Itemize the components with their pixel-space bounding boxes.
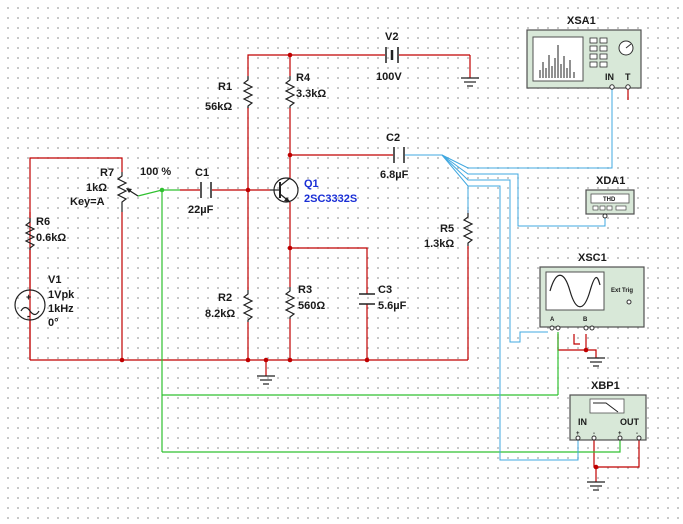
v2-ref: V2 — [385, 31, 398, 43]
bode-response-icon — [593, 402, 619, 413]
r6-ref: R6 — [36, 216, 50, 228]
xsc1-b-gnd-terminal[interactable] — [589, 325, 595, 331]
r5-ref: R5 — [440, 223, 454, 235]
r1-ref: R1 — [218, 81, 232, 93]
dc-source-v2[interactable]: V2 100V — [376, 31, 402, 83]
xbp1-out-plus: + — [618, 431, 622, 437]
xbp1-in-minus: - — [593, 431, 595, 437]
c3-value: 5.6µF — [378, 300, 407, 312]
r7-ref: R7 — [100, 167, 114, 179]
blue-wires — [405, 87, 613, 461]
spectrum-analyzer-xsa1[interactable]: XSA1 IN T — [526, 15, 642, 90]
xsa1-t-label: T — [625, 72, 631, 82]
resistor-r1[interactable]: R1 56kΩ — [205, 76, 254, 113]
r6-value: 0.6kΩ — [36, 232, 66, 244]
v1-amplitude: 1Vpk — [48, 289, 75, 301]
xbp1-out-plus-terminal[interactable] — [617, 435, 623, 441]
xsa1-t-terminal[interactable] — [625, 84, 631, 90]
r1-value: 56kΩ — [205, 101, 232, 113]
q1-model: 2SC3332S — [304, 193, 357, 205]
r2-ref: R2 — [218, 292, 232, 304]
bode-plotter-xbp1[interactable]: XBP1 IN OUT + - + - — [569, 380, 647, 441]
ac-source-v1[interactable]: + - V1 1Vpk 1kHz 0° — [14, 274, 75, 329]
c1-ref: C1 — [195, 167, 209, 179]
xsc1-ext-trig: Ext Trig — [611, 288, 633, 294]
xda1-ref: XDA1 — [596, 175, 625, 187]
potentiometer-r7[interactable]: R7 1kΩ Key=A 100 % — [70, 166, 171, 212]
resistor-r2[interactable]: R2 8.2kΩ — [205, 290, 254, 322]
xda1-in-terminal[interactable] — [602, 213, 608, 219]
v2-value: 100V — [376, 71, 402, 83]
q1-ref: Q1 — [304, 178, 319, 190]
xbp1-in-plus: + — [576, 431, 580, 437]
r2-value: 8.2kΩ — [205, 308, 235, 320]
junction-dot-green — [159, 187, 165, 193]
xda1-buttons — [592, 205, 627, 211]
resistor-r4[interactable]: R4 3.3kΩ — [284, 72, 326, 108]
xsc1-ref: XSC1 — [578, 252, 607, 264]
xsc1-channel-b: B — [583, 317, 588, 323]
capacitor-c3[interactable]: C3 5.6µF — [359, 284, 407, 312]
ground-icon — [587, 357, 605, 367]
xbp1-out-minus-terminal[interactable] — [636, 435, 642, 441]
xbp1-out-label: OUT — [620, 417, 640, 427]
xbp1-in-plus-terminal[interactable] — [575, 435, 581, 441]
r7-percent: 100 % — [140, 166, 171, 178]
capacitor-c2[interactable]: C2 6.8µF — [380, 132, 409, 181]
analyzer-buttons — [589, 37, 608, 68]
resistor-r3[interactable]: R3 560Ω — [284, 284, 325, 319]
r4-value: 3.3kΩ — [296, 88, 326, 100]
oscilloscope-xsc1[interactable]: XSC1 Ext Trig A B — [539, 252, 645, 331]
xda1-panel-label: THD — [603, 197, 616, 203]
v1-ref: V1 — [48, 274, 61, 286]
xsc1-a-terminal[interactable] — [549, 325, 555, 331]
junction-dots — [119, 52, 599, 470]
xsc1-channel-a: A — [550, 317, 555, 323]
c1-value: 22µF — [188, 204, 214, 216]
c3-ref: C3 — [378, 284, 392, 296]
xsa1-in-label: IN — [605, 72, 614, 82]
green-wires — [137, 189, 621, 453]
r7-value: 1kΩ — [86, 182, 107, 194]
resistor-r5[interactable]: R5 1.3kΩ — [424, 213, 474, 250]
transistor-q1[interactable]: Q1 2SC3332S — [270, 177, 357, 205]
r5-value: 1.3kΩ — [424, 238, 454, 250]
r7-key: Key=A — [70, 196, 105, 208]
xsc1-trig-terminal[interactable] — [626, 299, 632, 305]
v1-minus: - — [27, 311, 30, 321]
xbp1-ref: XBP1 — [591, 380, 620, 392]
c2-ref: C2 — [386, 132, 400, 144]
xsc1-b-terminal[interactable] — [583, 325, 589, 331]
c2-value: 6.8µF — [380, 169, 409, 181]
xbp1-in-label: IN — [578, 417, 587, 427]
spectrum-bars — [539, 45, 575, 78]
xsc1-a-gnd-terminal[interactable] — [555, 325, 561, 331]
r3-ref: R3 — [298, 284, 312, 296]
ground-icon — [461, 77, 479, 87]
xsa1-in-terminal[interactable] — [609, 84, 615, 90]
xbp1-out-minus: - — [636, 431, 638, 437]
capacitor-c1[interactable]: C1 22µF — [188, 167, 214, 216]
v1-frequency: 1kHz — [48, 303, 74, 315]
r3-value: 560Ω — [298, 300, 325, 312]
xsa1-ref: XSA1 — [567, 15, 596, 27]
xbp1-in-minus-terminal[interactable] — [591, 435, 597, 441]
r4-ref: R4 — [296, 72, 311, 84]
v1-plus: + — [26, 292, 31, 302]
v1-phase: 0° — [48, 317, 59, 329]
distortion-analyzer-xda1[interactable]: XDA1 THD — [585, 175, 635, 219]
ground-icon — [587, 481, 605, 491]
sine-wave-icon — [549, 274, 601, 308]
resistor-r6[interactable]: R6 0.6kΩ — [24, 216, 66, 250]
ground-icon — [257, 375, 275, 385]
